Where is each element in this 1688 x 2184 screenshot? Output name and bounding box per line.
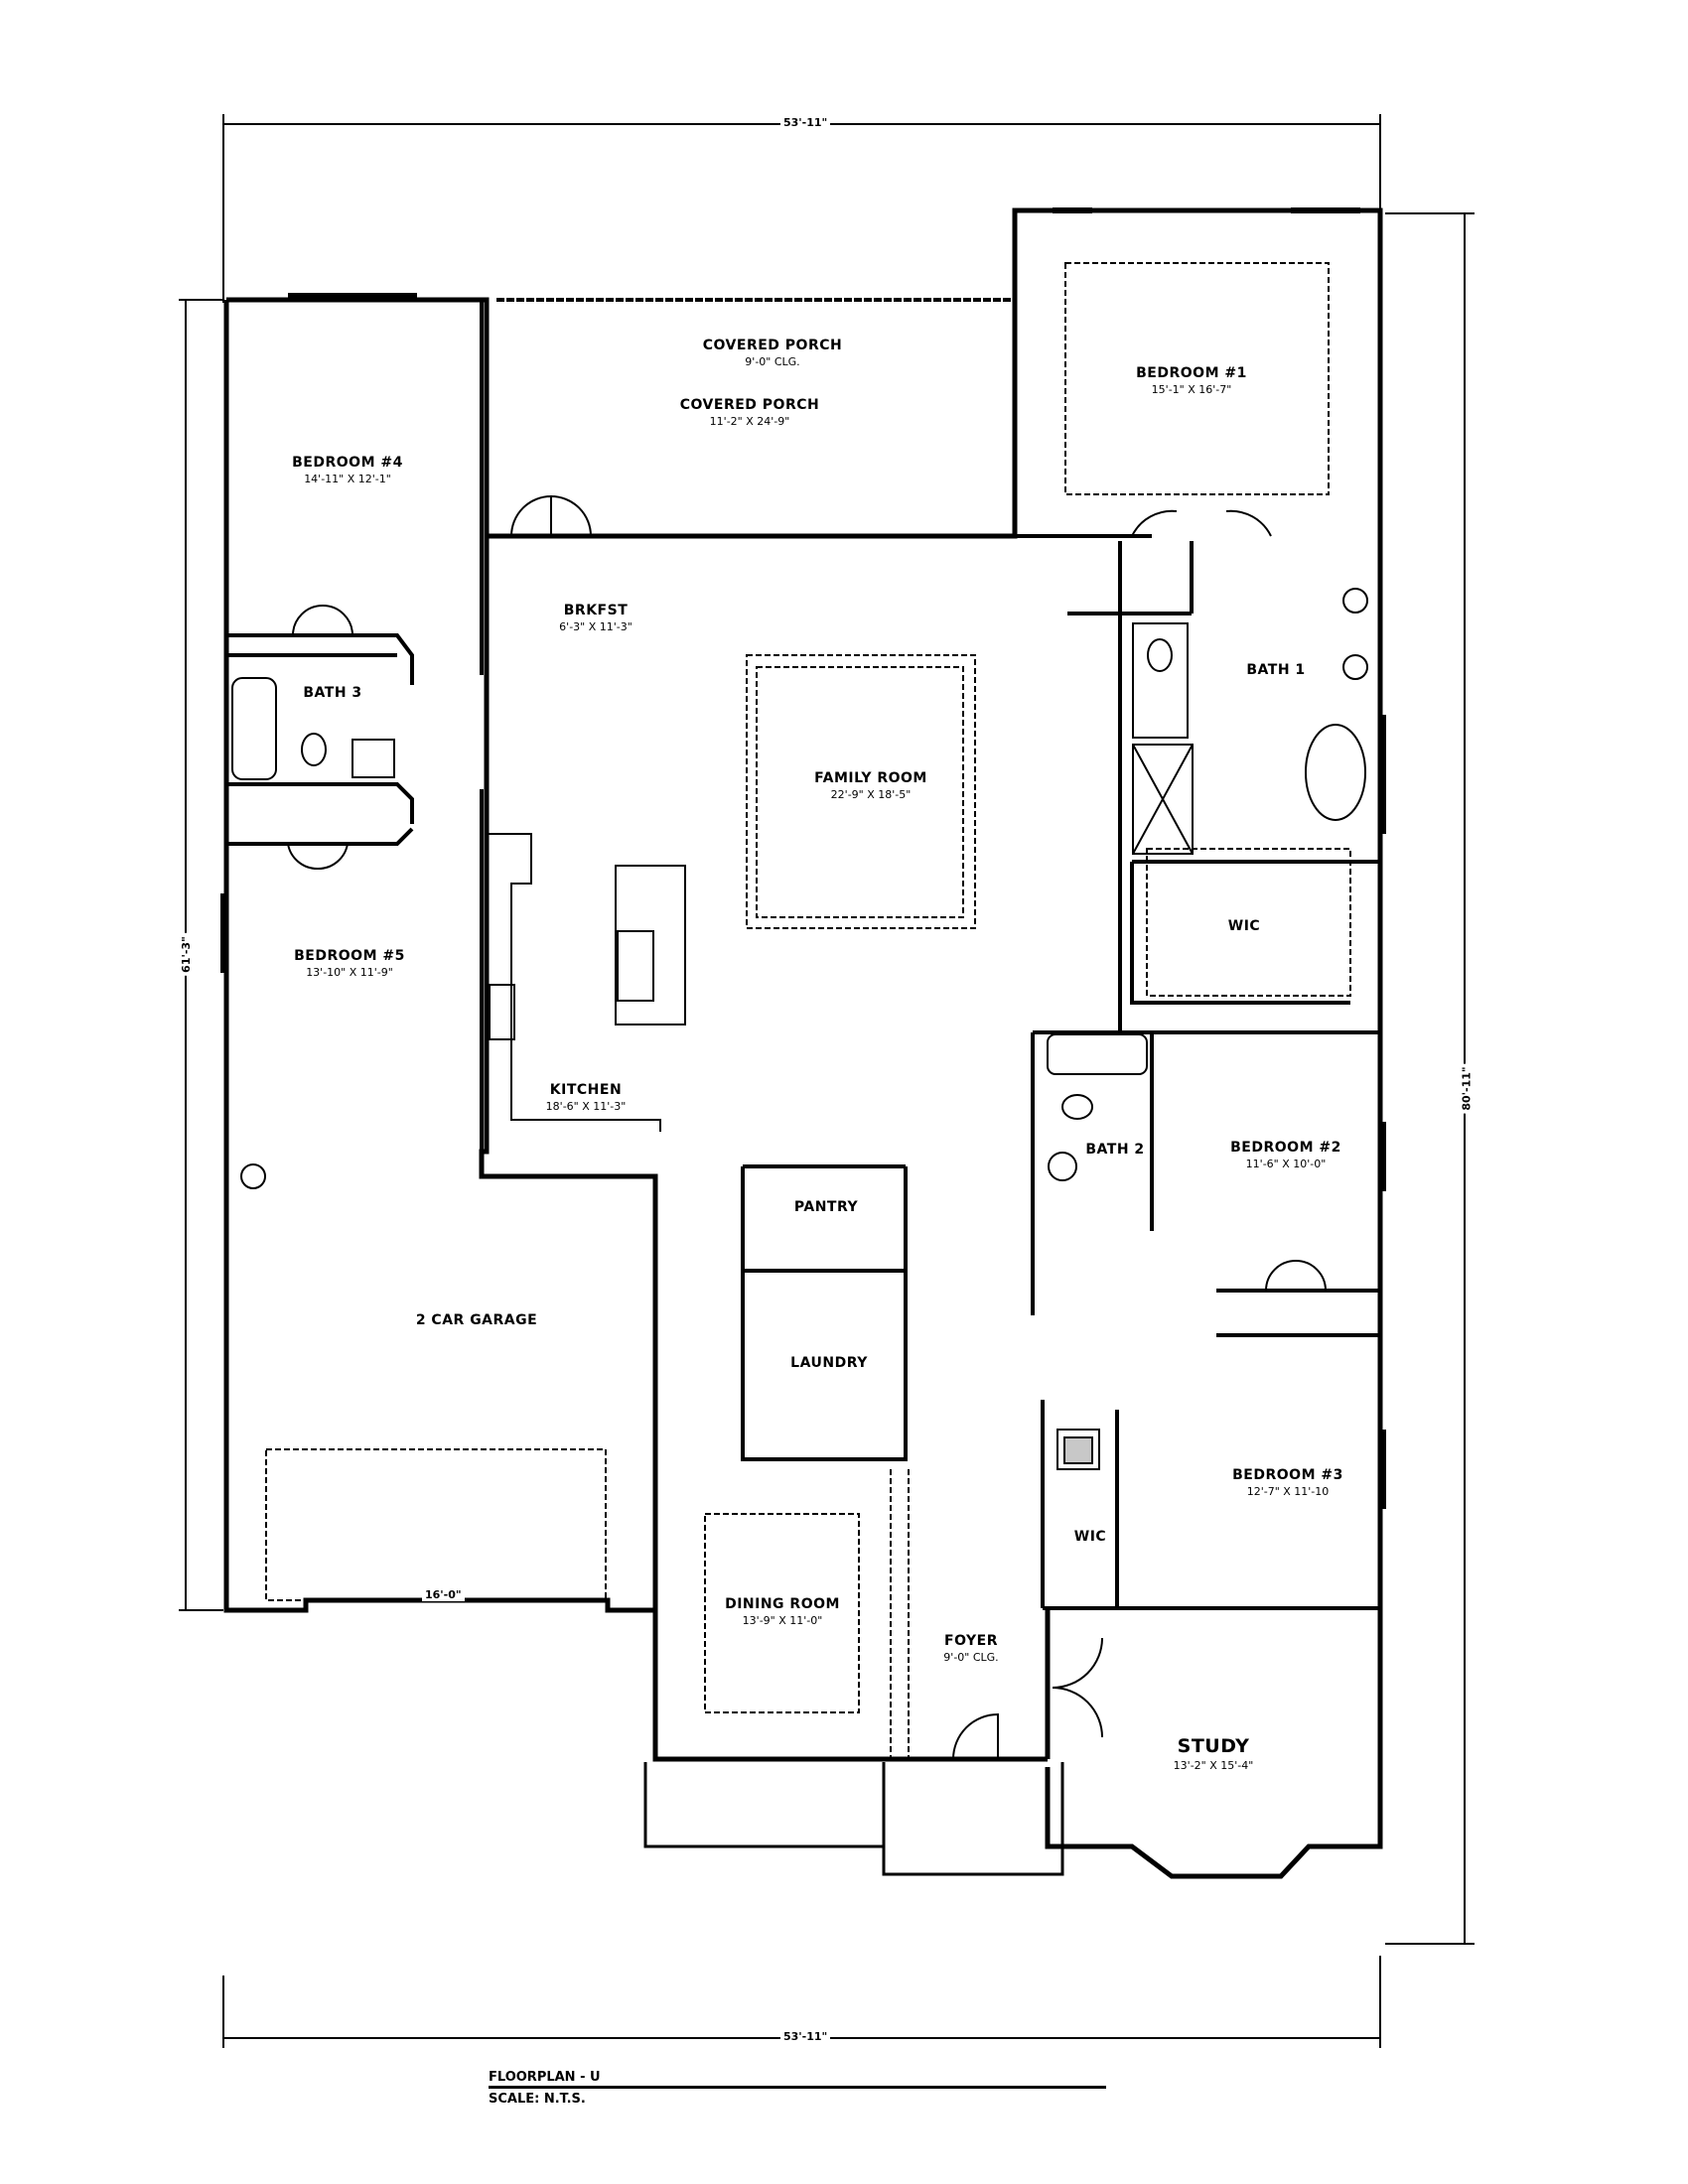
room-size: 11'-2" X 24'-9" xyxy=(709,414,790,428)
room-name: WIC xyxy=(1073,1529,1107,1545)
dimension-bottom: 53'-11" xyxy=(780,2030,831,2043)
kitchen-fixtures xyxy=(487,833,686,1132)
dimension-top: 53'-11" xyxy=(780,116,831,129)
room-size: 15'-1" X 16'-7" xyxy=(1151,382,1232,396)
room-foyer: FOYER 9'-0" CLG. xyxy=(943,1633,998,1664)
room-dining: DINING ROOM 13'-9" X 11'-0" xyxy=(725,1596,840,1627)
room-laundry: LAUNDRY xyxy=(790,1355,868,1373)
dimension-left: 61'-3" xyxy=(179,933,193,976)
room-size: 13'-10" X 11'-9" xyxy=(306,965,393,979)
room-name: DINING ROOM xyxy=(725,1596,840,1612)
room-brkfst: BRKFST 6'-3" X 11'-3" xyxy=(559,603,633,633)
room-name: WIC xyxy=(1227,918,1261,934)
dimension-garage-door: 16'-0" xyxy=(422,1588,465,1601)
front-porch xyxy=(643,1762,1064,1876)
room-bedroom-1: BEDROOM #1 15'-1" X 16'-7" xyxy=(1136,365,1247,396)
room-name: BEDROOM #2 xyxy=(1230,1140,1341,1156)
room-size: 11'-6" X 10'-0" xyxy=(1245,1157,1327,1170)
room-size: 14'-11" X 12'-1" xyxy=(304,472,391,485)
room-name: FOYER xyxy=(944,1633,998,1649)
room-size: 13'-9" X 11'-0" xyxy=(742,1613,823,1627)
room-size: 12'-7" X 11'-10 xyxy=(1246,1484,1330,1498)
room-name: BEDROOM #4 xyxy=(292,455,403,471)
room-study: STUDY 13'-2" X 15'-4" xyxy=(1174,1735,1254,1773)
room-name: BEDROOM #5 xyxy=(294,948,405,964)
room-name: COVERED PORCH xyxy=(679,397,820,413)
ceiling-outlines xyxy=(265,262,1351,1757)
plan-title: FLOORPLAN - U xyxy=(489,2070,601,2085)
room-name: KITCHEN xyxy=(549,1082,623,1098)
room-family-room: FAMILY ROOM 22'-9" X 18'-5" xyxy=(814,770,927,801)
room-pantry: PANTRY xyxy=(794,1199,858,1217)
room-size: 6'-3" X 11'-3" xyxy=(559,619,633,633)
plan-scale: SCALE: N.T.S. xyxy=(489,2092,586,2107)
door-swings xyxy=(287,494,1327,1760)
room-name: BATH 3 xyxy=(303,685,362,701)
room-size: 9'-0" CLG. xyxy=(943,1650,999,1664)
room-name: LAUNDRY xyxy=(790,1355,868,1371)
room-name: BATH 2 xyxy=(1085,1142,1145,1158)
room-name: 2 CAR GARAGE xyxy=(415,1312,538,1328)
room-bedroom-4: BEDROOM #4 14'-11" X 12'-1" xyxy=(292,455,403,485)
room-covered-porch: COVERED PORCH 11'-2" X 24'-9" xyxy=(680,397,819,428)
room-size: 9'-0" CLG. xyxy=(745,354,800,368)
room-name: BEDROOM #1 xyxy=(1136,365,1247,381)
room-name: COVERED PORCH xyxy=(702,338,843,353)
windows xyxy=(220,207,1386,1509)
room-name: BATH 1 xyxy=(1246,662,1306,678)
room-wic-master: WIC xyxy=(1228,918,1260,936)
room-covered-porch-ceiling: COVERED PORCH 9'-0" CLG. xyxy=(703,338,842,368)
room-bath-1: BATH 1 xyxy=(1246,662,1305,680)
room-bedroom-2: BEDROOM #2 11'-6" X 10'-0" xyxy=(1230,1140,1341,1170)
title-underline xyxy=(489,2086,1106,2089)
room-size: 18'-6" X 11'-3" xyxy=(545,1099,627,1113)
room-bedroom-5: BEDROOM #5 13'-10" X 11'-9" xyxy=(294,948,405,979)
room-size: 22'-9" X 18'-5" xyxy=(830,787,912,801)
room-name: BEDROOM #3 xyxy=(1232,1467,1343,1483)
room-size: 13'-2" X 15'-4" xyxy=(1173,1758,1254,1772)
room-bedroom-3: BEDROOM #3 12'-7" X 11'-10 xyxy=(1232,1467,1343,1498)
room-garage: 2 CAR GARAGE xyxy=(416,1312,537,1330)
room-name: PANTRY xyxy=(793,1199,859,1215)
room-wic-bedroom-3: WIC xyxy=(1074,1529,1106,1547)
room-bath-3: BATH 3 xyxy=(303,685,361,703)
dimension-right: 80'-11" xyxy=(1460,1063,1474,1114)
room-name: BRKFST xyxy=(563,603,629,618)
bath-fixtures xyxy=(231,588,1368,1470)
room-name: FAMILY ROOM xyxy=(814,770,927,786)
room-bath-2: BATH 2 xyxy=(1085,1142,1144,1160)
room-name: STUDY xyxy=(1177,1735,1250,1757)
interior-walls xyxy=(226,300,1380,1610)
room-kitchen: KITCHEN 18'-6" X 11'-3" xyxy=(546,1082,627,1113)
